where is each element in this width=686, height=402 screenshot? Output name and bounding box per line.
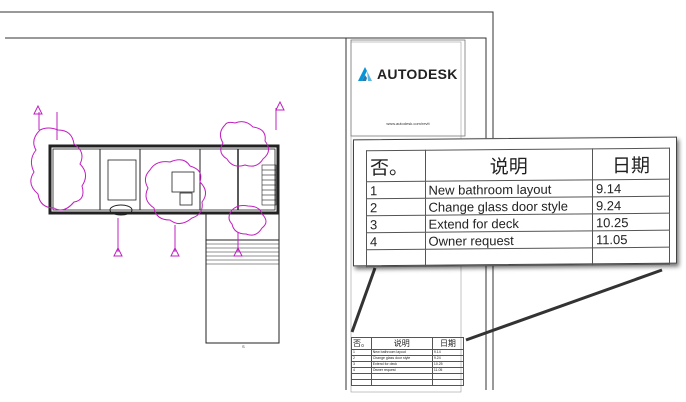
row-date: 9.14 — [592, 179, 670, 197]
header-date: 日期 — [592, 148, 670, 180]
revision-callout: 否。 说明 日期 1 New bathroom layout 9.14 2 Ch… — [353, 136, 677, 268]
table-row-empty — [366, 247, 670, 267]
row-date: 10.25 — [592, 213, 670, 231]
row-description: Owner request — [425, 230, 593, 250]
autodesk-a-icon — [358, 67, 372, 81]
tree-outlines — [30, 100, 285, 257]
header-date: 日期 — [431, 337, 465, 350]
sheet-revision-table: 否。 说明 日期 1 New bathroom layout 9.14 2 Ch… — [351, 337, 465, 386]
table-row-empty — [351, 379, 465, 386]
title-block: AUTODESK www.autodesk.com/revit — [351, 40, 465, 136]
row-description: Change glass door style — [425, 196, 593, 216]
header-number: 否。 — [351, 337, 372, 350]
empty-cell — [366, 249, 426, 267]
revision-table: 否。 说明 日期 1 New bathroom layout 9.14 2 Ch… — [366, 148, 670, 268]
row-description: Extend for deck — [425, 213, 593, 233]
row-number: 1 — [366, 181, 426, 199]
table-header-row: 否。 说明 日期 — [351, 337, 465, 350]
brand-name: AUTODESK — [377, 66, 458, 82]
empty-cell — [592, 247, 670, 265]
empty-cell — [431, 379, 465, 386]
brand-url: www.autodesk.com/revit — [386, 121, 430, 126]
empty-cell — [425, 247, 593, 267]
floor-plan: S — [48, 144, 280, 349]
row-date: 11.05 — [592, 230, 670, 248]
row-number: 4 — [366, 232, 426, 250]
empty-cell — [370, 379, 433, 386]
header-description: 说明 — [425, 148, 593, 182]
empty-cell — [351, 379, 372, 386]
callout-leaders — [350, 267, 663, 342]
row-description: New bathroom layout — [425, 179, 593, 199]
header-number: 否。 — [366, 150, 426, 182]
svg-text:S: S — [242, 344, 245, 349]
row-number: 3 — [366, 215, 426, 233]
header-description: 说明 — [370, 337, 433, 350]
autodesk-logo: AUTODESK — [357, 66, 458, 82]
table-header-row: 否。 说明 日期 — [366, 148, 670, 182]
row-number: 2 — [366, 198, 426, 216]
row-date: 9.24 — [592, 196, 670, 214]
